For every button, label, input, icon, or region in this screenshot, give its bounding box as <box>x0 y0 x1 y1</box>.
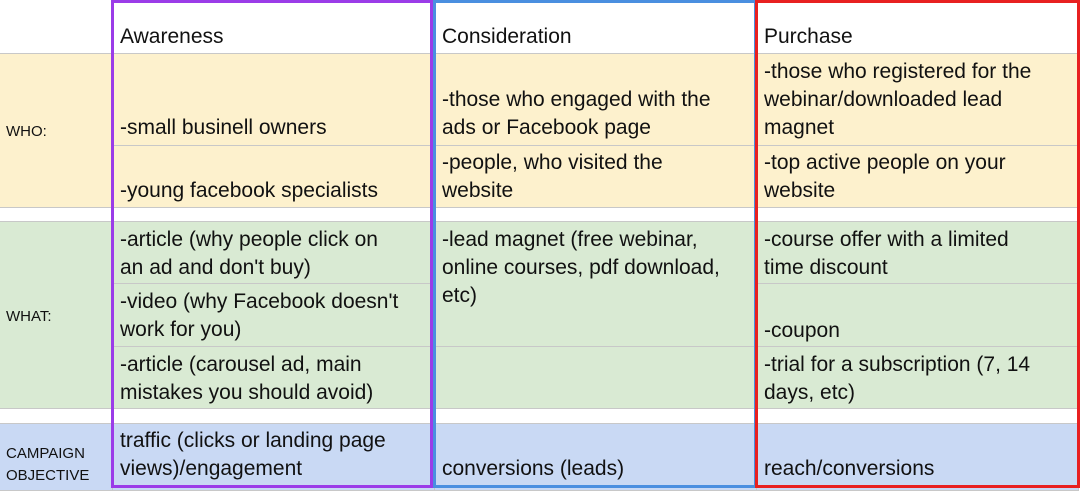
what-awareness-text-3: -article (carousel ad, main mistakes you… <box>120 353 374 404</box>
what-consideration-text-1: -lead magnet (free webinar, online cours… <box>442 228 720 307</box>
objective-consideration[interactable]: conversions (leads) <box>435 424 757 491</box>
what-awareness-text-1: -article (why people click on an ad and … <box>120 228 378 279</box>
what-purchase-text-1: -course offer with a limited time discou… <box>764 228 1009 279</box>
row-label-who-cell[interactable]: WHO: <box>0 54 113 208</box>
who-purchase-text-2: -top active people on your website <box>764 151 1006 202</box>
row-label-objective-cell[interactable]: CAMPAIGN OBJECTIVE <box>0 424 113 491</box>
what-awareness-3[interactable]: -article (carousel ad, main mistakes you… <box>113 347 435 409</box>
row-label-what: WHAT: <box>6 308 52 325</box>
who-consideration-1[interactable]: -those who engaged with the ads or Faceb… <box>435 54 757 146</box>
who-consideration-text-2: -people, who visited the website <box>442 151 663 202</box>
who-consideration-2[interactable]: -people, who visited the website <box>435 146 757 208</box>
header-corner-cell[interactable] <box>0 0 113 54</box>
what-purchase-text-2: -coupon <box>764 319 840 342</box>
who-awareness-text-1: -small businell owners <box>120 116 327 139</box>
header-purchase: Purchase <box>764 25 853 48</box>
what-purchase-3[interactable]: -trial for a subscription (7, 14 days, e… <box>757 347 1079 409</box>
objective-purchase-text: reach/conversions <box>764 457 935 480</box>
what-awareness-2[interactable]: -video (why Facebook doesn't work for yo… <box>113 284 435 347</box>
edge-cell <box>1079 0 1084 493</box>
what-awareness-text-2: -video (why Facebook doesn't work for yo… <box>120 290 399 341</box>
who-purchase-1[interactable]: -those who registered for the webinar/do… <box>757 54 1079 146</box>
objective-awareness[interactable]: traffic (clicks or landing page views)/e… <box>113 424 435 491</box>
who-purchase-text-1: -those who registered for the webinar/do… <box>764 60 1032 139</box>
who-awareness-1[interactable]: -small businell owners <box>113 54 435 146</box>
who-awareness-text-2: -young facebook specialists <box>120 179 378 202</box>
row-label-what-cell[interactable]: WHAT: <box>0 222 113 409</box>
who-consideration-text-1: -those who engaged with the ads or Faceb… <box>442 88 711 139</box>
row-label-who: WHO: <box>6 123 47 140</box>
what-consideration-2[interactable] <box>435 284 757 347</box>
what-consideration-1[interactable]: -lead magnet (free webinar, online cours… <box>435 222 757 307</box>
what-awareness-1[interactable]: -article (why people click on an ad and … <box>113 222 435 284</box>
spacer-row-1[interactable] <box>0 208 1079 222</box>
what-purchase-2[interactable]: -coupon <box>757 284 1079 347</box>
objective-purchase[interactable]: reach/conversions <box>757 424 1079 491</box>
header-consideration: Consideration <box>442 25 572 48</box>
header-awareness: Awareness <box>120 25 224 48</box>
who-purchase-2[interactable]: -top active people on your website <box>757 146 1079 208</box>
what-purchase-text-3: -trial for a subscription (7, 14 days, e… <box>764 353 1031 404</box>
bottom-strip <box>0 491 1084 493</box>
header-purchase-cell[interactable]: Purchase <box>757 0 1079 54</box>
what-purchase-1[interactable]: -course offer with a limited time discou… <box>757 222 1079 284</box>
what-consideration-3[interactable] <box>435 347 757 409</box>
objective-awareness-text: traffic (clicks or landing page views)/e… <box>120 429 386 480</box>
header-awareness-cell[interactable]: Awareness <box>113 0 435 54</box>
header-consideration-cell[interactable]: Consideration <box>435 0 757 54</box>
spacer-row-2[interactable] <box>0 409 1079 424</box>
objective-consideration-text: conversions (leads) <box>442 457 625 480</box>
row-label-objective: CAMPAIGN OBJECTIVE <box>6 445 90 484</box>
who-awareness-2[interactable]: -young facebook specialists <box>113 146 435 208</box>
